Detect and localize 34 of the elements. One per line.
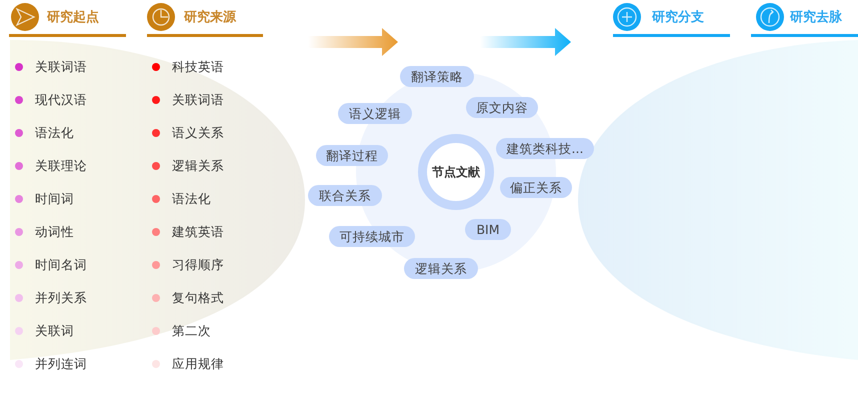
- keyword: 现代汉语: [35, 92, 87, 108]
- keyword-bubble: 翻译过程: [316, 145, 388, 166]
- keyword-bubble: 可持续城市: [329, 226, 415, 247]
- keyword-bubble: 语义逻辑: [338, 103, 412, 124]
- section-heading: 研究去脉: [790, 10, 842, 26]
- keyword: 时间词: [35, 191, 74, 207]
- keyword-bubble: BIM: [465, 219, 511, 240]
- keyword: 关联理论: [35, 158, 87, 174]
- keyword-bubble: 原文内容: [466, 97, 538, 118]
- keyword: 时间名词: [35, 257, 87, 273]
- section-heading: 研究分支: [652, 10, 704, 26]
- keyword: 逻辑关系: [172, 158, 224, 174]
- keyword: 语法化: [172, 191, 211, 207]
- keyword: 并列关系: [35, 290, 87, 306]
- section-heading: 研究起点: [47, 10, 99, 26]
- keyword-bubble: 偏正关系: [500, 177, 572, 198]
- keyword: 建筑英语: [172, 224, 224, 240]
- keyword-bubble: 逻辑关系: [404, 258, 478, 279]
- keyword: 语义关系: [172, 125, 224, 141]
- keyword: 关联词语: [172, 92, 224, 108]
- section-heading: 研究来源: [184, 10, 236, 26]
- keyword: 科技英语: [172, 59, 224, 75]
- keyword: 关联词语: [35, 59, 87, 75]
- keyword-bubble: 建筑类科技...: [496, 138, 594, 159]
- keyword: 动词性: [35, 224, 74, 240]
- keyword-bubble: 翻译策略: [400, 66, 474, 87]
- keyword: 复句格式: [172, 290, 224, 306]
- keyword: 习得顺序: [172, 257, 224, 273]
- keyword: 应用规律: [172, 356, 224, 372]
- keyword: 并列连词: [35, 356, 87, 372]
- keyword: 语法化: [35, 125, 74, 141]
- keyword: 关联词: [35, 323, 74, 339]
- keyword: 第二次: [172, 323, 211, 339]
- keyword-bubble: 联合关系: [308, 185, 382, 206]
